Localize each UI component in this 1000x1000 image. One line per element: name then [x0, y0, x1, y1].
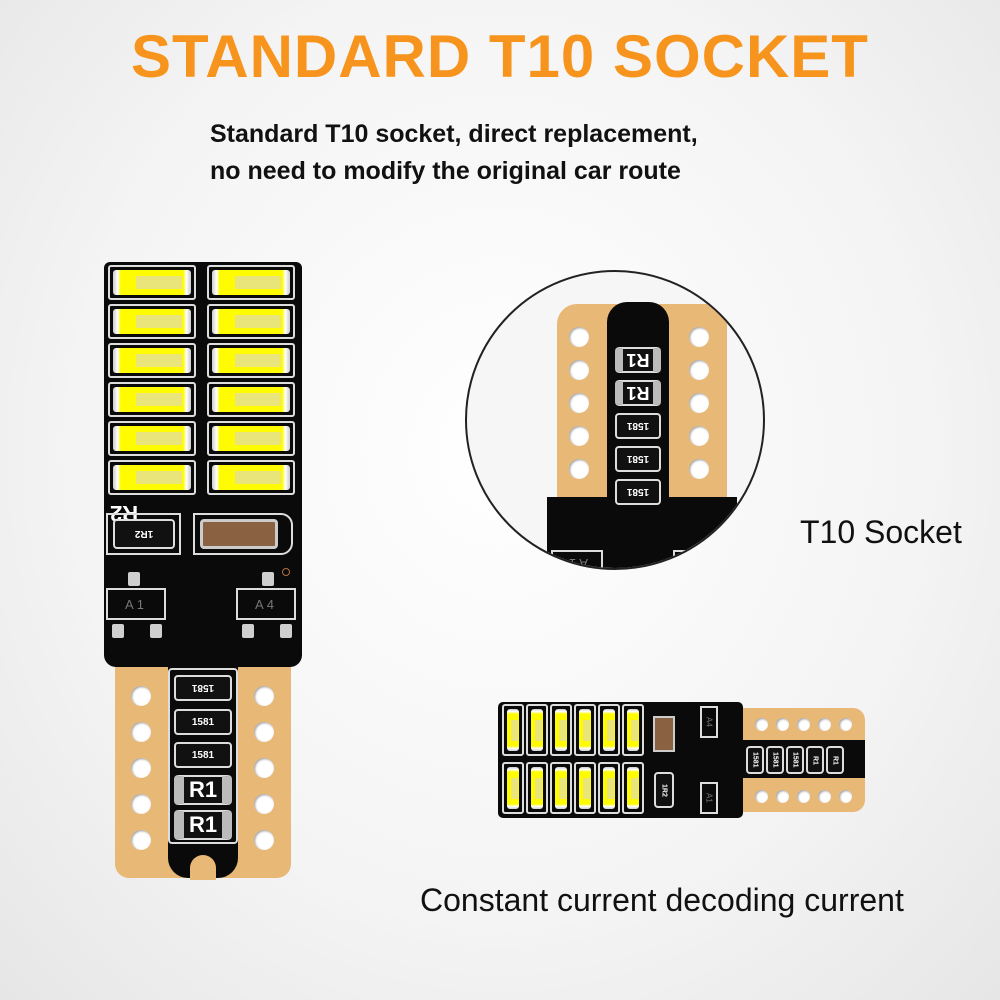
chip-a4: A4 [236, 588, 296, 620]
capacitor [200, 519, 278, 549]
contact-hole [569, 459, 589, 479]
led-chip [574, 704, 596, 756]
chip-a4: A4 [700, 706, 718, 738]
resistor-1581: 1581 [746, 746, 764, 774]
contact-hole [131, 722, 151, 742]
contact-hole [131, 758, 151, 778]
led-chip [550, 762, 572, 814]
resistor-1581: 1581 [174, 709, 232, 735]
led-chip [207, 382, 295, 417]
contact-hole [797, 790, 810, 803]
contact-hole [689, 393, 709, 413]
contact-hole [755, 790, 768, 803]
contact-hole [839, 718, 852, 731]
contact-hole [689, 327, 709, 347]
led-chip [574, 762, 596, 814]
chip-a1: A1 [700, 782, 718, 814]
capacitor-outline [193, 513, 293, 555]
led-chip [622, 762, 644, 814]
contact-hole [569, 393, 589, 413]
contact-hole [569, 426, 589, 446]
resistor-r1: R1 [806, 746, 824, 774]
contact-hole [131, 794, 151, 814]
led-chip [526, 704, 548, 756]
contact-hole [839, 790, 852, 803]
contact-hole [689, 459, 709, 479]
led-chip [207, 265, 295, 300]
resistor-r1: R1 [174, 775, 232, 805]
decoding-caption: Constant current decoding current [420, 882, 904, 918]
contact-hole [569, 327, 589, 347]
r2-outline [106, 513, 181, 555]
led-chip [108, 343, 196, 378]
page-title: STANDARD T10 SOCKET [131, 23, 869, 90]
resistor-r1: R1 [826, 746, 844, 774]
contact-hole [689, 426, 709, 446]
resistor-r1: R1 [174, 810, 232, 840]
contact-hole [131, 686, 151, 706]
contact-hole [254, 758, 274, 778]
contact-hole [776, 718, 789, 731]
contact-hole [689, 360, 709, 380]
led-chip [207, 421, 295, 456]
led-chip [108, 460, 196, 495]
led-chip [550, 704, 572, 756]
contact-hole [254, 794, 274, 814]
led-chip [108, 421, 196, 456]
led-chip [502, 704, 524, 756]
led-chip [502, 762, 524, 814]
contact-hole [254, 722, 274, 742]
led-chip [598, 704, 620, 756]
socket-caption: T10 Socket [800, 514, 962, 550]
led-chip [207, 460, 295, 495]
contact-hole [797, 718, 810, 731]
led-chip [108, 382, 196, 417]
led-chip [526, 762, 548, 814]
led-chip [207, 343, 295, 378]
contact-hole [776, 790, 789, 803]
led-chip [108, 265, 196, 300]
led-chip [207, 304, 295, 339]
notch [190, 855, 216, 880]
subtitle-line-2: no need to modify the original car route [210, 157, 681, 185]
contact-hole [818, 718, 831, 731]
contact-hole [569, 360, 589, 380]
contact-hole [254, 830, 274, 850]
contact-hole [254, 686, 274, 706]
led-chip [108, 304, 196, 339]
subtitle-line-1: Standard T10 socket, direct replacement, [210, 120, 698, 148]
contact-hole [131, 830, 151, 850]
resistor-1581: 1581 [786, 746, 804, 774]
contact-hole [818, 790, 831, 803]
resistor-1581: 1581 [174, 742, 232, 768]
resistor-outline [168, 668, 238, 844]
contact-hole [755, 718, 768, 731]
led-chip [622, 704, 644, 756]
resistor-1r2: 1R2 [654, 772, 674, 808]
chip-a1: A1 [106, 588, 166, 620]
led-chip [598, 762, 620, 814]
resistor-1581: 1581 [766, 746, 784, 774]
